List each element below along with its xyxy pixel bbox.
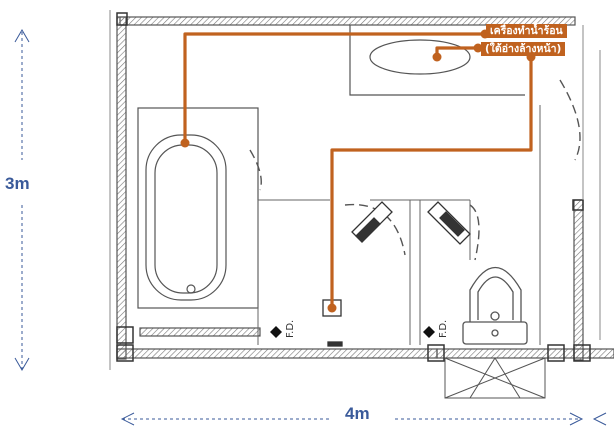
basin-outlet-point: [432, 52, 442, 62]
bathtub-icon: [137, 107, 259, 309]
floor-drain-icon: [270, 326, 435, 338]
width-dimension-label: 4m: [345, 404, 370, 423]
dimension-height: [14, 29, 30, 371]
right-wall: [573, 199, 584, 361]
height-dimension-label: 3m: [5, 174, 30, 193]
water-heater-label-line1: เครื่องทำน้ำร้อน: [486, 24, 567, 38]
bathtub-outlet-point: [180, 138, 190, 148]
drain-label-left: F.D.: [285, 320, 296, 338]
left-wall: [116, 16, 127, 360]
pipe-endpoints: [180, 29, 536, 313]
walls: [116, 16, 614, 361]
partitions: [257, 105, 541, 345]
basin-icon: [349, 25, 525, 96]
mid-wall-bottom: [139, 327, 261, 337]
heater-point-2: [473, 43, 483, 53]
shower-outlet-point: [327, 303, 337, 313]
toilet-icon: [462, 266, 528, 345]
bottom-wall-left: [116, 348, 438, 359]
bottom-wall-right: [436, 348, 614, 359]
window-grille: [444, 357, 546, 399]
wall-columns: [116, 12, 591, 362]
drain-label-right: F.D.: [438, 320, 449, 338]
dimension-width: [120, 412, 607, 426]
water-heater-label-line2: (ใต้อ่างล้างหน้า): [481, 42, 566, 56]
shower-screen: [351, 201, 471, 245]
hot-water-pipe: [183, 32, 533, 308]
